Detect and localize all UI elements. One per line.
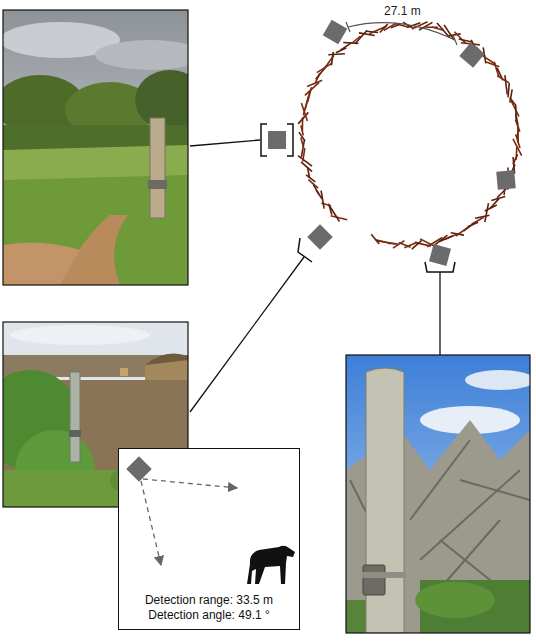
brush-branch	[299, 132, 305, 141]
brush-branch	[307, 80, 322, 86]
brush-branch	[306, 175, 315, 182]
brush-branch	[497, 76, 509, 83]
brush-branch	[459, 39, 472, 42]
brush-branch	[359, 33, 375, 36]
brush-branch	[485, 203, 489, 222]
brush-branch	[517, 126, 520, 138]
inset-box: Detection range: 33.5 mDetection angle: …	[118, 448, 300, 630]
distance-label: 27.1 m	[382, 4, 423, 18]
detection-text: Detection angle: 49.1 °	[148, 608, 270, 623]
brush-branch	[434, 235, 448, 246]
photo-frame	[346, 355, 530, 633]
brush-branch	[483, 47, 486, 63]
brush-branch	[341, 43, 352, 50]
hyena-silhouette	[247, 546, 295, 584]
brush-branch	[510, 99, 519, 117]
brush-branch	[486, 62, 499, 67]
bracket	[261, 124, 455, 272]
leader-line	[190, 140, 440, 412]
brush-branch	[301, 162, 312, 172]
brush-branch	[508, 83, 509, 97]
detection-text: Detection range: 33.5 m	[145, 593, 273, 608]
detection-ray	[141, 481, 161, 565]
brush-branch	[371, 234, 379, 244]
distance-tick	[346, 22, 457, 45]
camera-trap	[126, 456, 151, 481]
brush-branch	[328, 54, 345, 55]
photo	[346, 355, 530, 633]
photo-frame	[3, 10, 188, 285]
brush-fence	[298, 22, 522, 249]
distance-arc	[348, 23, 455, 40]
brush-branch	[505, 75, 507, 94]
detection-ray	[143, 479, 237, 488]
camera-trap	[268, 20, 516, 266]
brush-branch	[298, 156, 312, 167]
brush-branch	[356, 30, 368, 43]
brush-branch	[321, 191, 324, 209]
photo	[3, 10, 188, 285]
